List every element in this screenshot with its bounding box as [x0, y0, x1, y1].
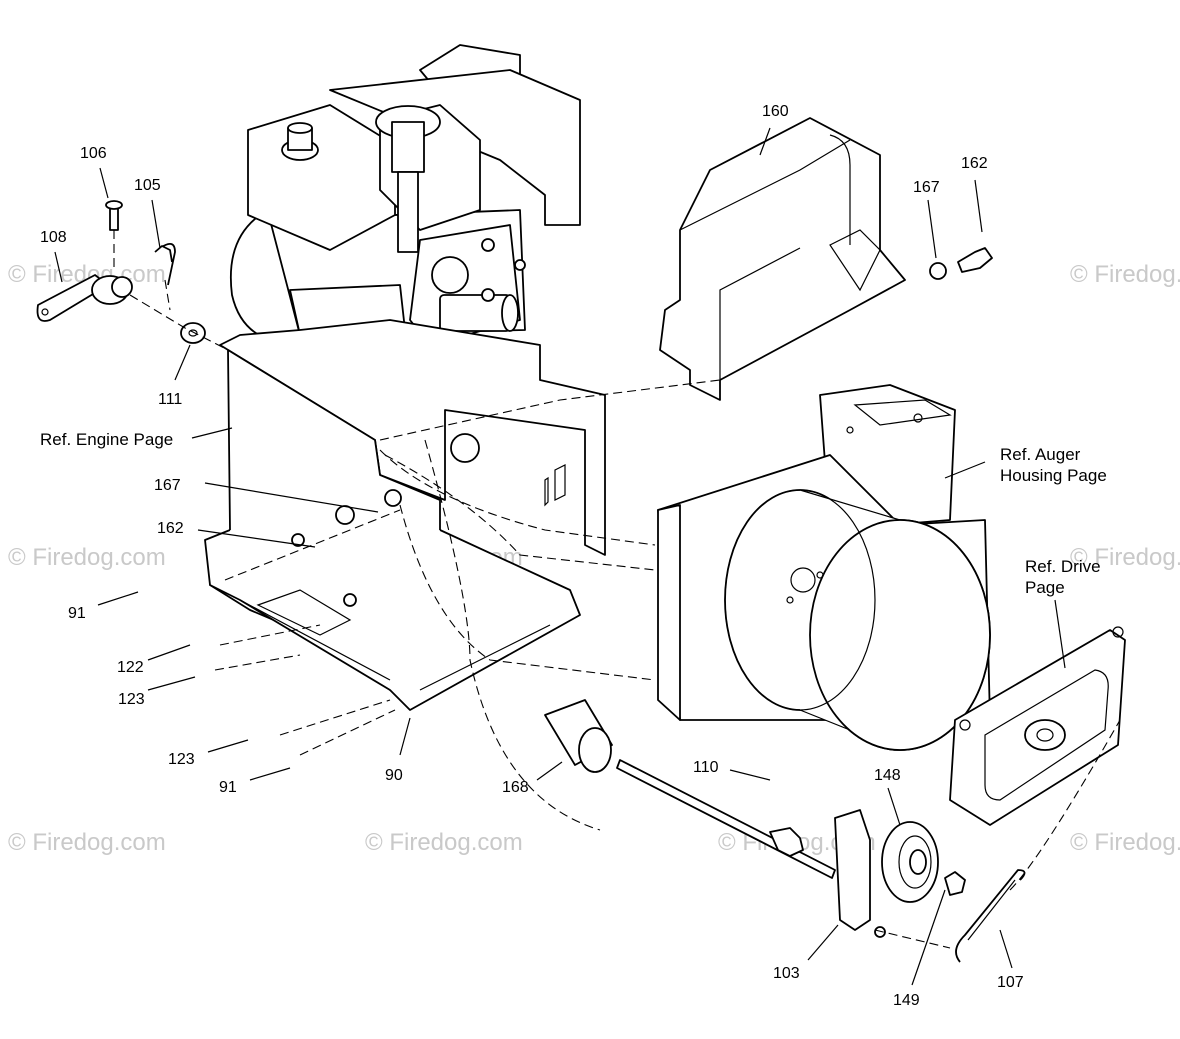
callout-149: 149: [893, 992, 920, 1009]
engine-drawing: [229, 44, 581, 411]
auger-housing-drawing: [657, 384, 991, 751]
callout-123-bottom: 123: [168, 751, 195, 768]
watermark-text: © Firedog.com: [1070, 261, 1180, 288]
watermark-text: © Firedog.com: [1070, 829, 1180, 856]
callout-162-top: 162: [961, 155, 988, 172]
callout-160: 160: [762, 103, 789, 120]
watermark-text: © Firedog.com: [8, 829, 166, 856]
ref-drive-line1: Ref. Drive: [1025, 557, 1101, 576]
linkage-parts-drawing: [36, 200, 229, 351]
belt-cover-drawing: [659, 117, 993, 401]
callout-168: 168: [502, 779, 529, 796]
callout-162-frame: 162: [157, 520, 184, 537]
callout-108: 108: [40, 229, 67, 246]
callout-123-top: 123: [118, 691, 145, 708]
idler-assembly-drawing: [544, 699, 1026, 963]
callout-111: 111: [158, 391, 182, 408]
callout-91-top: 91: [68, 605, 86, 622]
callout-110: 110: [693, 759, 719, 776]
leader-lines: [54, 127, 1066, 986]
callout-107: 107: [997, 974, 1024, 991]
callout-106: 106: [80, 145, 107, 162]
callout-167-frame: 167: [154, 477, 181, 494]
callout-91-bottom: 91: [219, 779, 237, 796]
ref-auger-housing-line2: Housing Page: [1000, 466, 1107, 485]
watermark-text: © Firedog.com: [1070, 544, 1180, 571]
watermark-text: © Firedog.com: [8, 544, 166, 571]
callout-90: 90: [385, 767, 403, 784]
reference-labels: Ref. Engine Page Ref. Auger Housing Page…: [40, 430, 1107, 597]
callout-labels: 106 105 108 111 160 167 162 167 162 91 1…: [40, 103, 1024, 1009]
callout-122: 122: [117, 659, 144, 676]
assembly-lines: [214, 379, 1121, 949]
callout-105: 105: [134, 177, 161, 194]
ref-engine-page: Ref. Engine Page: [40, 430, 173, 449]
watermark-text: © Firedog.com: [365, 829, 523, 856]
callout-167-top: 167: [913, 179, 940, 196]
callout-103: 103: [773, 965, 800, 982]
callout-148: 148: [874, 767, 901, 784]
chassis-frame-drawing: [204, 319, 606, 711]
drive-plate-drawing: [949, 626, 1126, 826]
ref-auger-housing-line1: Ref. Auger: [1000, 445, 1081, 464]
ref-drive-line2: Page: [1025, 578, 1065, 597]
